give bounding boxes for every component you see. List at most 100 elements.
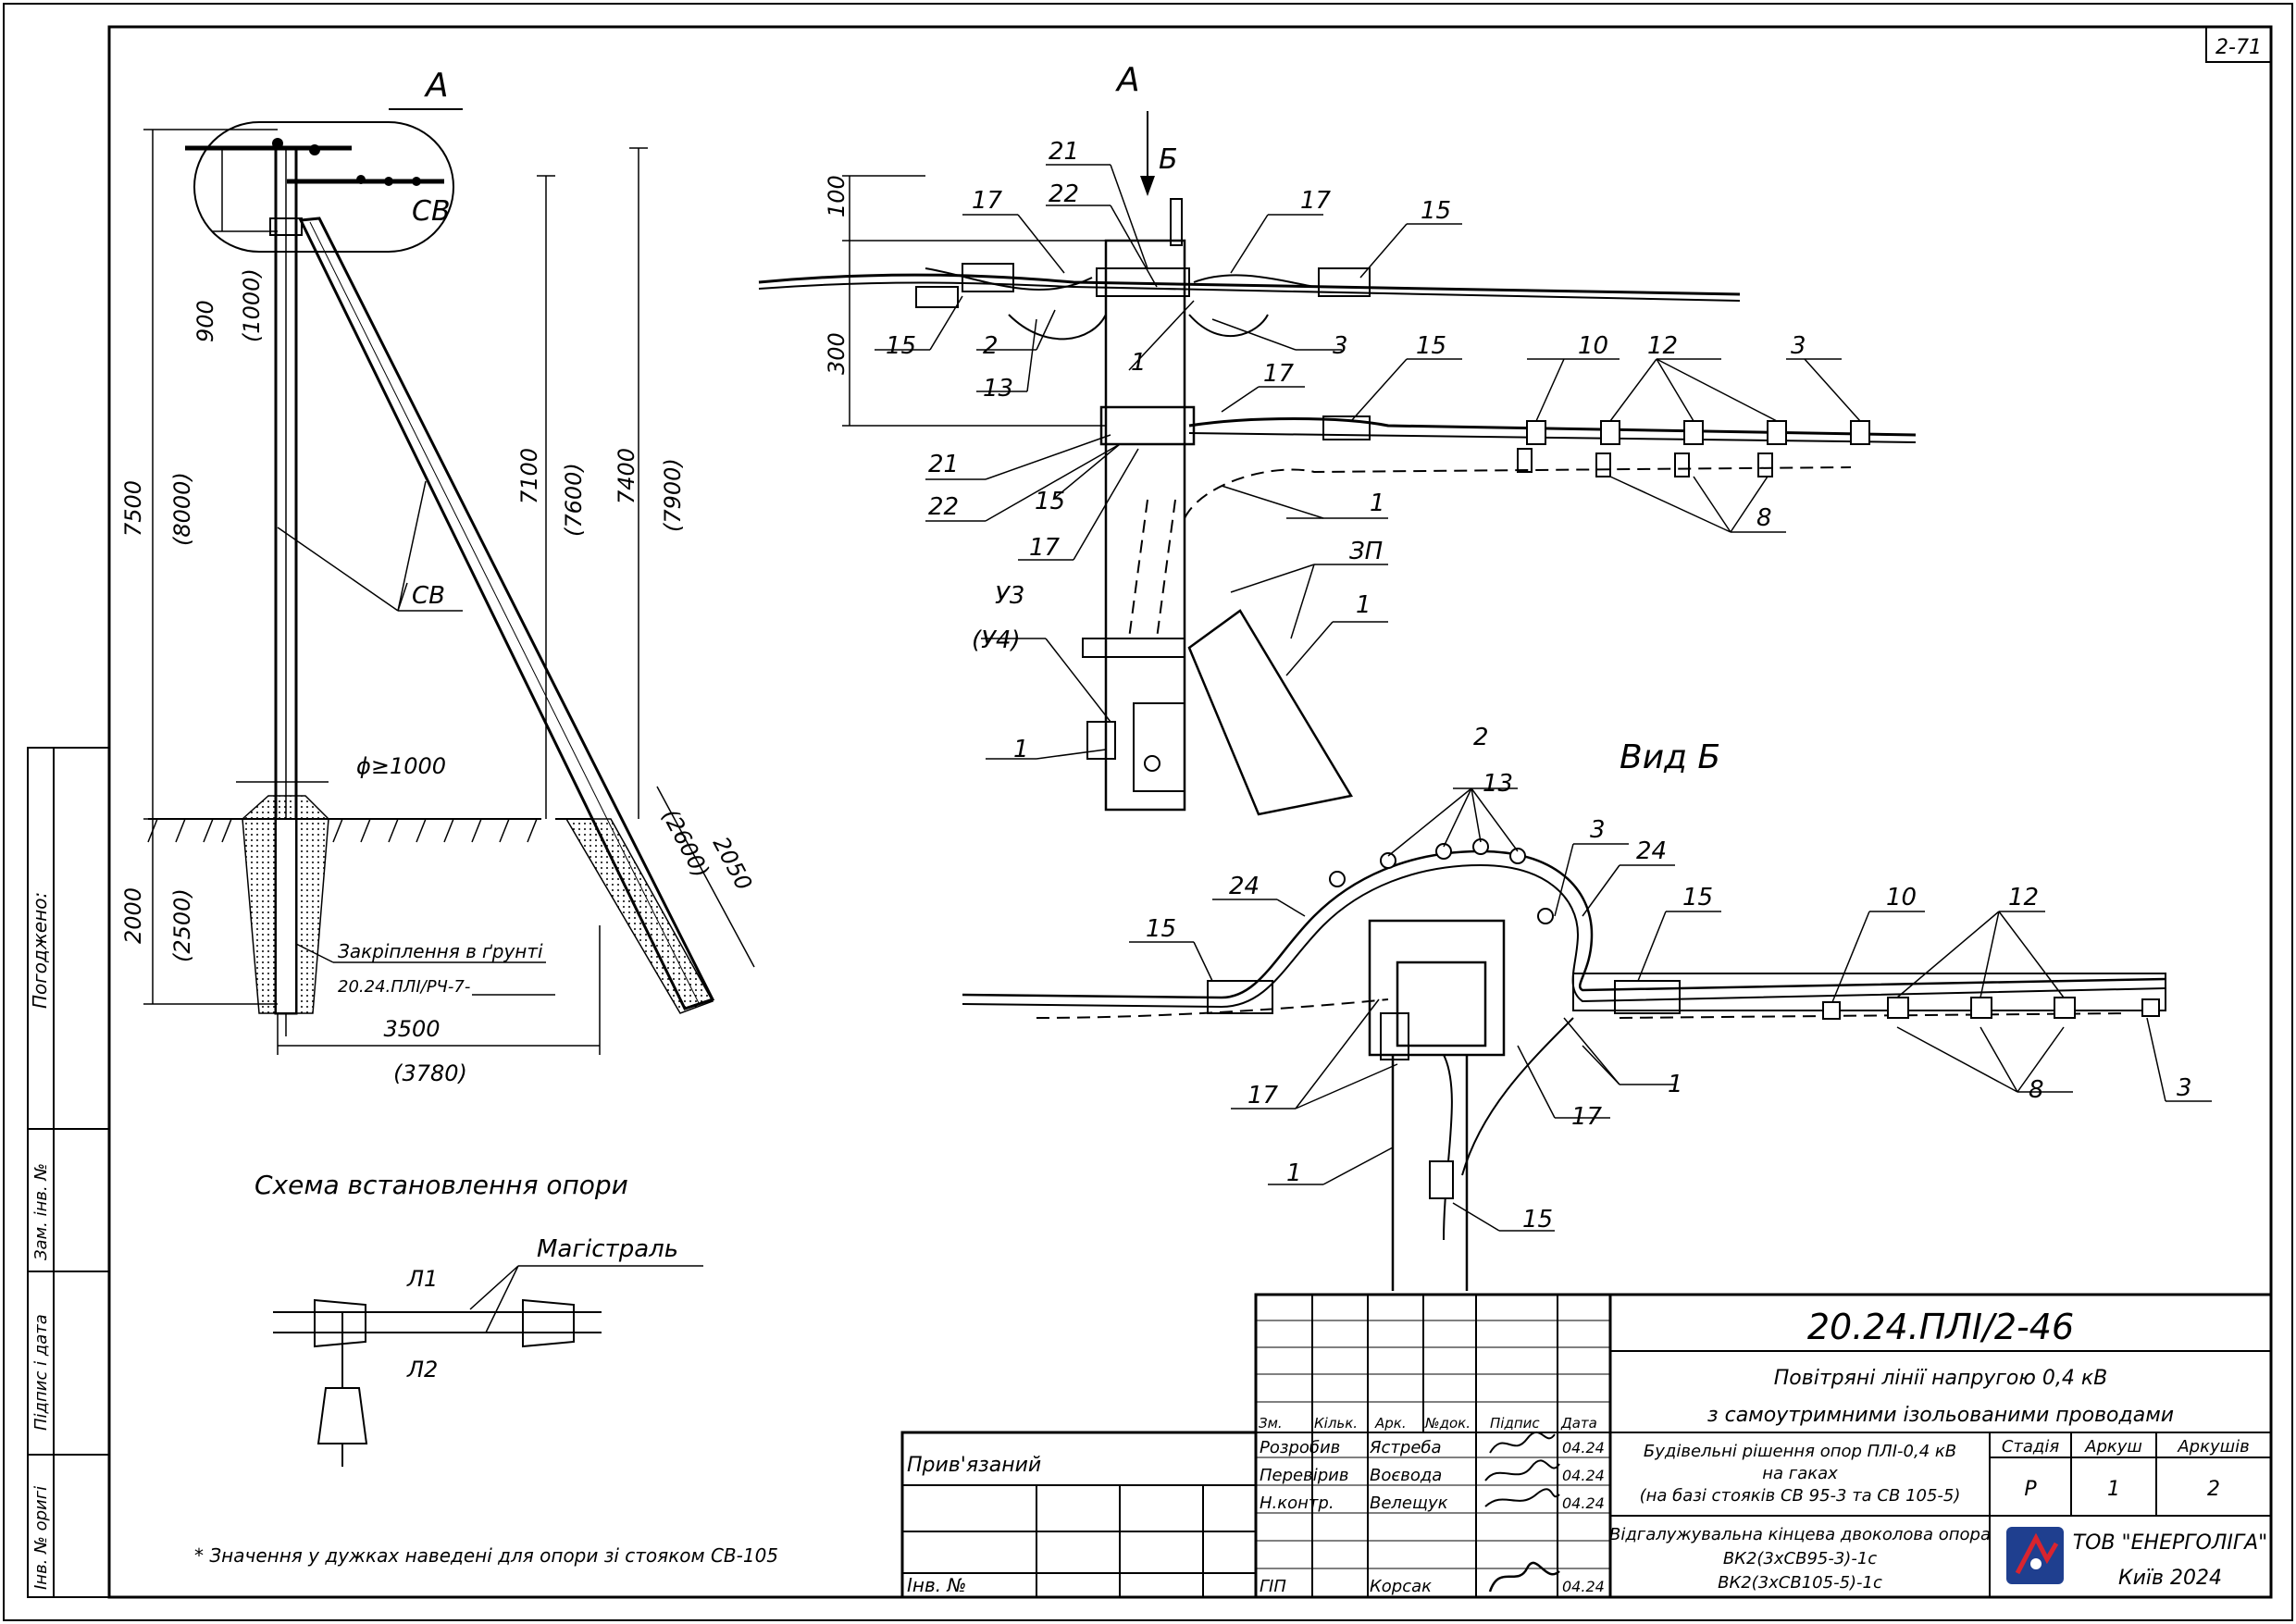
stamp-sign-date: Підпис і дата: [31, 1314, 51, 1431]
ground-fix-label: Закріплення в ґрунті: [338, 940, 543, 962]
hdr-kilk: Кільк.: [1314, 1415, 1358, 1432]
ref-b-13: 13: [1483, 770, 1513, 798]
ref-b-3-top: 3: [1590, 816, 1606, 844]
dim-2050: 2050: [708, 833, 757, 895]
pole-elevation: А: [120, 67, 757, 1086]
ground-fix-ref: 20.24.ПЛІ/РЧ-7-: [338, 977, 470, 997]
dim-3780: (3780): [393, 1060, 467, 1086]
side-stamp: Погоджено: Зам. інв. № Підпис і дата Інв…: [27, 747, 110, 1598]
ref-a-17-low: 17: [1029, 534, 1061, 562]
company-logo: [2006, 1527, 2064, 1584]
section-line-1: Будівельні рішення опор ПЛІ-0,4 кВ: [1644, 1442, 1956, 1461]
section-line-2: на гаках: [1762, 1464, 1838, 1483]
dimension-lines: [143, 129, 755, 1055]
ref-b-3-right: 3: [2177, 1074, 2192, 1102]
detail-b-junction-box: [1368, 919, 1506, 1057]
signature-norm-control: [1484, 1488, 1560, 1507]
scheme-l1: Л1: [406, 1266, 438, 1292]
view-a-left-label: А: [424, 67, 449, 105]
ref-b-15-bottom: 15: [1522, 1206, 1553, 1233]
ref-a-21: 21: [1049, 138, 1079, 166]
title-line-1: Повітряні лінії напругою 0,4 кВ: [1774, 1367, 2108, 1390]
pole-strut: [298, 217, 715, 1010]
ref-b-2: 2: [1473, 724, 1489, 751]
role-chief-engineer: ГІП: [1260, 1577, 1286, 1596]
strut-footing: [565, 818, 714, 1014]
doc-code: 20.24.ПЛІ/2-46: [1807, 1307, 2074, 1347]
dim-2500: (2500): [169, 888, 195, 962]
dim-7900: (7900): [660, 458, 686, 532]
title-line-2: з самоутримними ізольованими проводами: [1707, 1404, 2174, 1427]
ref-a-22-low: 22: [928, 493, 959, 521]
sheet-line-1: Відгалужувальна кінцева двоколова опора: [1609, 1525, 1991, 1544]
hdr-ndok: №док.: [1424, 1415, 1471, 1432]
scheme-insulator-right: [522, 1298, 575, 1348]
detail-b: Вид Б: [962, 724, 2212, 1291]
ref-b-12: 12: [2008, 884, 2039, 911]
role-norm-control: Н.контр.: [1260, 1494, 1334, 1513]
ref-a-1-bottom: 1: [1013, 736, 1029, 763]
sheet-line-3: ВК2(3хСВ105-5)-1с: [1718, 1573, 1882, 1593]
company-city: Київ 2024: [2118, 1567, 2222, 1590]
view-b-arrow-label: Б: [1159, 143, 1178, 176]
detail-a-pole: [1104, 239, 1186, 812]
ref-b-24-right: 24: [1636, 837, 1667, 865]
ref-a-1-top: 1: [1131, 349, 1147, 377]
sheets-value: 2: [2207, 1478, 2220, 1501]
stamp-agreed: Погоджено:: [29, 892, 51, 1009]
ref-a-2: 2: [983, 332, 999, 360]
stage-value: Р: [2024, 1478, 2037, 1501]
dim-100: 100: [824, 175, 850, 217]
view-b-title: Вид Б: [1620, 738, 1720, 776]
ref-a-22: 22: [1049, 180, 1079, 208]
dim-7100: 7100: [516, 448, 542, 504]
signature-chief-engineer: [1488, 1561, 1560, 1593]
label-sv-callout: СВ: [412, 582, 445, 610]
dim-3500: 3500: [383, 1016, 440, 1042]
ref-a-12: 12: [1647, 332, 1678, 360]
ref-a-3-top: 3: [1333, 332, 1348, 360]
company-name: ТОВ "ЕНЕРГОЛІГА": [2073, 1531, 2268, 1555]
dim-1000: (1000): [239, 268, 265, 342]
ref-b-24-left: 24: [1229, 873, 1260, 900]
ref-a-17-mid: 17: [1263, 360, 1295, 388]
inv-label: Інв. №: [907, 1574, 966, 1596]
dim-8000: (8000): [169, 472, 195, 546]
scheme-l2: Л2: [406, 1357, 438, 1382]
hdr-data: Дата: [1560, 1415, 1597, 1432]
ref-a-3-right: 3: [1791, 332, 1806, 360]
ref-b-17-left: 17: [1247, 1082, 1279, 1110]
ref-b-1-right: 1: [1668, 1071, 1683, 1098]
label-sv: СВ: [412, 195, 451, 228]
date-norm-control: 04.24: [1562, 1494, 1605, 1512]
dim-900: 900: [192, 300, 218, 342]
hdr-zm: Зм.: [1259, 1415, 1283, 1432]
ref-a-u3: У3: [995, 582, 1024, 610]
ref-a-1-right: 1: [1356, 591, 1371, 619]
signature-developed: [1489, 1432, 1556, 1454]
sheet-tag: 2-71: [2215, 36, 2262, 59]
ref-a-15-top: 15: [1421, 197, 1451, 225]
ref-a-21-low: 21: [928, 451, 959, 478]
dim-2000: 2000: [120, 887, 146, 944]
date-chief-engineer: 04.24: [1562, 1578, 1605, 1595]
date-developed: 04.24: [1562, 1439, 1605, 1457]
stamp-orig-inv: Інв. № оригі: [31, 1486, 51, 1590]
ref-a-1-mid: 1: [1370, 490, 1385, 517]
view-a-right-label: А: [1115, 61, 1140, 99]
ref-a-10: 10: [1578, 332, 1608, 360]
ref-b-15-right: 15: [1682, 884, 1713, 911]
hdr-pidpys: Підпис: [1490, 1415, 1540, 1432]
ref-a-15-left: 15: [886, 332, 916, 360]
signature-checked: [1484, 1459, 1560, 1481]
footnote: * Значення у дужках наведені для опори з…: [194, 1544, 778, 1567]
sheet-line-2: ВК2(3хСВ95-3)-1с: [1723, 1549, 1877, 1568]
stamp-replaced-inv: Зам. інв. №: [31, 1163, 51, 1260]
ref-b-15-left: 15: [1146, 915, 1176, 943]
ref-a-15-mid: 15: [1416, 332, 1446, 360]
section-line-3: (на базі стояків СВ 95-3 та СВ 105-5): [1640, 1486, 1961, 1506]
scheme-main-label: Магістраль: [537, 1235, 678, 1263]
dim-7600: (7600): [561, 463, 587, 537]
installation-scheme: Схема встановлення опори Магістраль Л1 Л…: [254, 1170, 703, 1467]
